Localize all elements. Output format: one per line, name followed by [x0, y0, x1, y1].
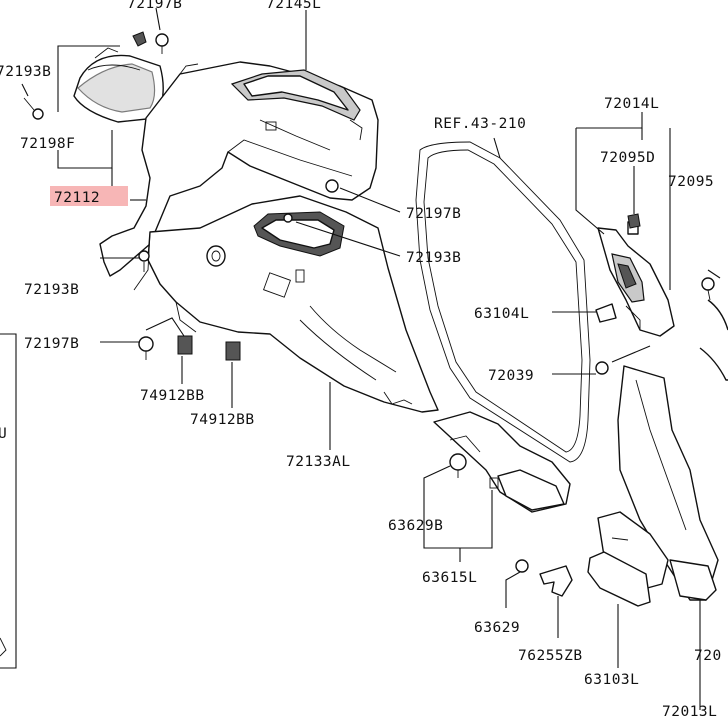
label-63615l[interactable]: 63615L [422, 570, 477, 586]
highlight-72112 [50, 186, 128, 206]
label-72095[interactable]: 72095 [668, 174, 714, 190]
label-72197b-mid[interactable]: 72197B [406, 206, 461, 222]
inset-frame [0, 333, 17, 669]
label-ref-43-210[interactable]: REF.43-210 [434, 116, 526, 132]
label-72133al[interactable]: 72133AL [286, 454, 351, 470]
label-72193b-low[interactable]: 72193B [24, 282, 79, 298]
label-72112[interactable]: 72112 [54, 190, 100, 206]
label-72145l[interactable]: 72145L [266, 0, 321, 12]
label-720-right[interactable]: 720 [694, 648, 722, 664]
part-lower-quarter-trim [133, 195, 439, 413]
label-72014l[interactable]: 72014L [604, 96, 659, 112]
part-weatherstrip [415, 141, 591, 463]
label-72039[interactable]: 72039 [488, 368, 534, 384]
part-scuff-plate [433, 411, 571, 513]
part-pillar-trim-lower [617, 299, 728, 601]
label-72197b-low[interactable]: 72197B [24, 336, 79, 352]
label-inset-u: U [0, 426, 7, 442]
label-76255zb[interactable]: 76255ZB [518, 648, 583, 664]
label-74912bb-a[interactable]: 74912BB [140, 388, 205, 404]
label-63104l[interactable]: 63104L [474, 306, 529, 322]
fastener-clips [23, 31, 715, 597]
label-72198f[interactable]: 72198F [20, 136, 75, 152]
label-72013l[interactable]: 72013L [662, 704, 717, 720]
inset-detail [0, 637, 7, 657]
label-72197b-top[interactable]: 72197B [127, 0, 182, 12]
label-63629b[interactable]: 63629B [388, 518, 443, 534]
label-72193b-mid[interactable]: 72193B [406, 250, 461, 266]
label-63629[interactable]: 63629 [474, 620, 520, 636]
label-74912bb-b[interactable]: 74912BB [190, 412, 255, 428]
label-63103l[interactable]: 63103L [584, 672, 639, 688]
label-72193b-left[interactable]: 72193B [0, 64, 51, 80]
part-rear-quarter-trim [99, 61, 379, 277]
part-pillar-trim-upper [597, 221, 675, 337]
label-72095d[interactable]: 72095D [600, 150, 655, 166]
part-upper-quarter-trim [73, 47, 164, 123]
part-kick-panel [587, 511, 717, 607]
